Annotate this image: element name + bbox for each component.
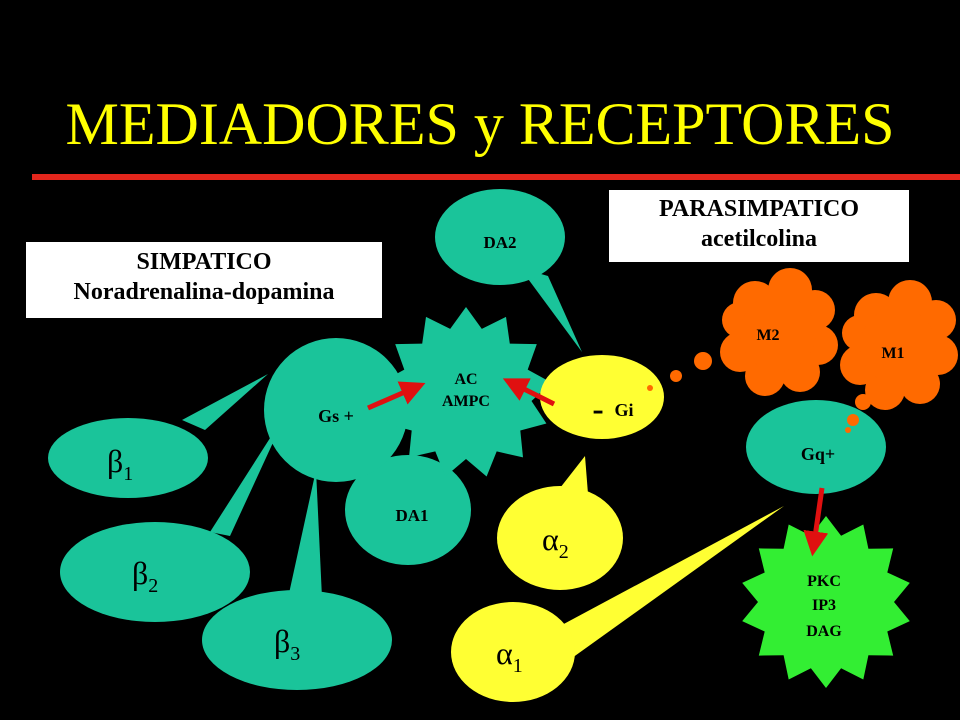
gq-to-pkc-arrow <box>803 487 829 557</box>
simpatico-subtitle: Noradrenalina-dopamina <box>73 279 335 305</box>
ampc-label: AMPC <box>442 393 490 410</box>
beta2-tail <box>210 410 288 536</box>
parasimpatico-title: PARASIMPATICO <box>659 196 859 222</box>
alpha2-label: α2 <box>542 521 569 563</box>
gi-to-ac-arrow <box>502 378 556 407</box>
m2-dot-large <box>694 352 712 370</box>
alpha2-tail <box>560 456 588 494</box>
m2-label: M2 <box>756 327 779 344</box>
beta1-receptor <box>48 418 208 498</box>
beta3-tail <box>288 470 322 598</box>
da2-bubble-tail <box>520 268 582 352</box>
beta3-label: β3 <box>274 623 300 665</box>
m2-dot-small <box>647 385 653 391</box>
gs-label: Gs + <box>318 406 354 426</box>
gs-protein <box>264 338 408 482</box>
m2-cloud <box>720 268 838 396</box>
da2-label: DA2 <box>483 233 516 252</box>
beta1-tail <box>182 374 268 430</box>
dag-label: DAG <box>806 623 842 640</box>
simpatico-label-box: SIMPATICO Noradrenalina-dopamina <box>26 242 382 318</box>
parasimpatico-subtitle: acetilcolina <box>701 226 817 252</box>
m1-label: M1 <box>881 345 904 362</box>
pkc-starburst <box>742 516 910 688</box>
da2-bubble <box>435 189 565 285</box>
alpha1-receptor <box>451 602 575 702</box>
page-title: MEDIADORES y RECEPTORES <box>65 91 895 157</box>
ac-ampc-starburst <box>380 307 552 477</box>
gs-to-ac-arrow <box>367 381 426 411</box>
simpatico-title: SIMPATICO <box>136 249 272 275</box>
m2-dot-medium <box>670 370 682 382</box>
alpha1-tail <box>560 506 784 658</box>
alpha2-receptor <box>497 486 623 590</box>
da1-bubble <box>345 455 471 565</box>
m1-dot-medium <box>847 414 859 426</box>
beta1-label: β1 <box>107 443 133 485</box>
ac-label: AC <box>454 371 477 388</box>
beta2-label: β2 <box>132 555 158 597</box>
title-rule <box>32 174 960 180</box>
parasimpatico-label-box: PARASIMPATICO acetilcolina <box>609 190 909 262</box>
m1-dot-large <box>855 394 871 410</box>
gq-label: Gq+ <box>801 444 835 464</box>
gi-protein <box>540 355 664 439</box>
da1-label: DA1 <box>395 506 428 525</box>
gi-label: Gi <box>614 400 633 420</box>
gi-minus: - <box>592 391 603 428</box>
m1-cloud <box>840 280 958 410</box>
beta2-receptor <box>60 522 250 622</box>
m1-dot-small <box>845 427 851 433</box>
alpha1-label: α1 <box>496 635 523 677</box>
pkc-label: PKC <box>807 573 841 590</box>
beta3-receptor <box>202 590 392 690</box>
ip3-label: IP3 <box>812 597 836 614</box>
